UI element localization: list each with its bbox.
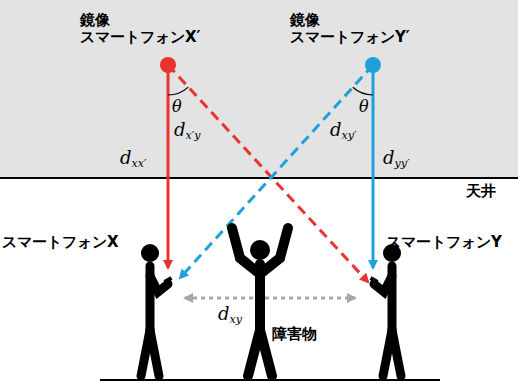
phone-label: スマートフォンY: [386, 234, 502, 251]
angle-arc: [168, 87, 188, 95]
distance-label: dxx′: [120, 148, 146, 171]
distance-label: dyy′: [383, 148, 409, 171]
mirror-phone-label: 鏡像 スマートフォンY′: [290, 12, 410, 47]
obstacle-figure: [232, 228, 288, 376]
angle-label: θ: [172, 98, 182, 116]
angle-label: θ: [359, 98, 369, 116]
mirror-region: [0, 0, 518, 178]
person-head: [141, 244, 159, 262]
person-figure: [374, 266, 401, 376]
ceiling-line: [0, 177, 518, 179]
red-dashed-path: [168, 65, 368, 282]
distance-label: dxy′: [330, 120, 356, 143]
distance-arrow: [185, 297, 355, 300]
mirror-phone-label: 鏡像 スマートフォンX′: [80, 12, 201, 47]
mirror-phone-dot: [365, 57, 381, 73]
angle-arc: [353, 87, 373, 95]
phone-icon: [370, 276, 379, 283]
distance-label: dx′y: [174, 120, 200, 143]
person-figure: [141, 266, 168, 376]
person-head: [250, 240, 270, 260]
ceiling-label: 天井: [466, 183, 496, 200]
obstacle-label: 障害物: [272, 326, 317, 343]
phone-label: スマートフォンX: [2, 234, 119, 251]
phone-icon: [164, 276, 173, 283]
distance-label: dxy: [216, 304, 244, 327]
mirror-phone-dot: [160, 57, 176, 73]
blue-dashed-path: [180, 65, 373, 278]
